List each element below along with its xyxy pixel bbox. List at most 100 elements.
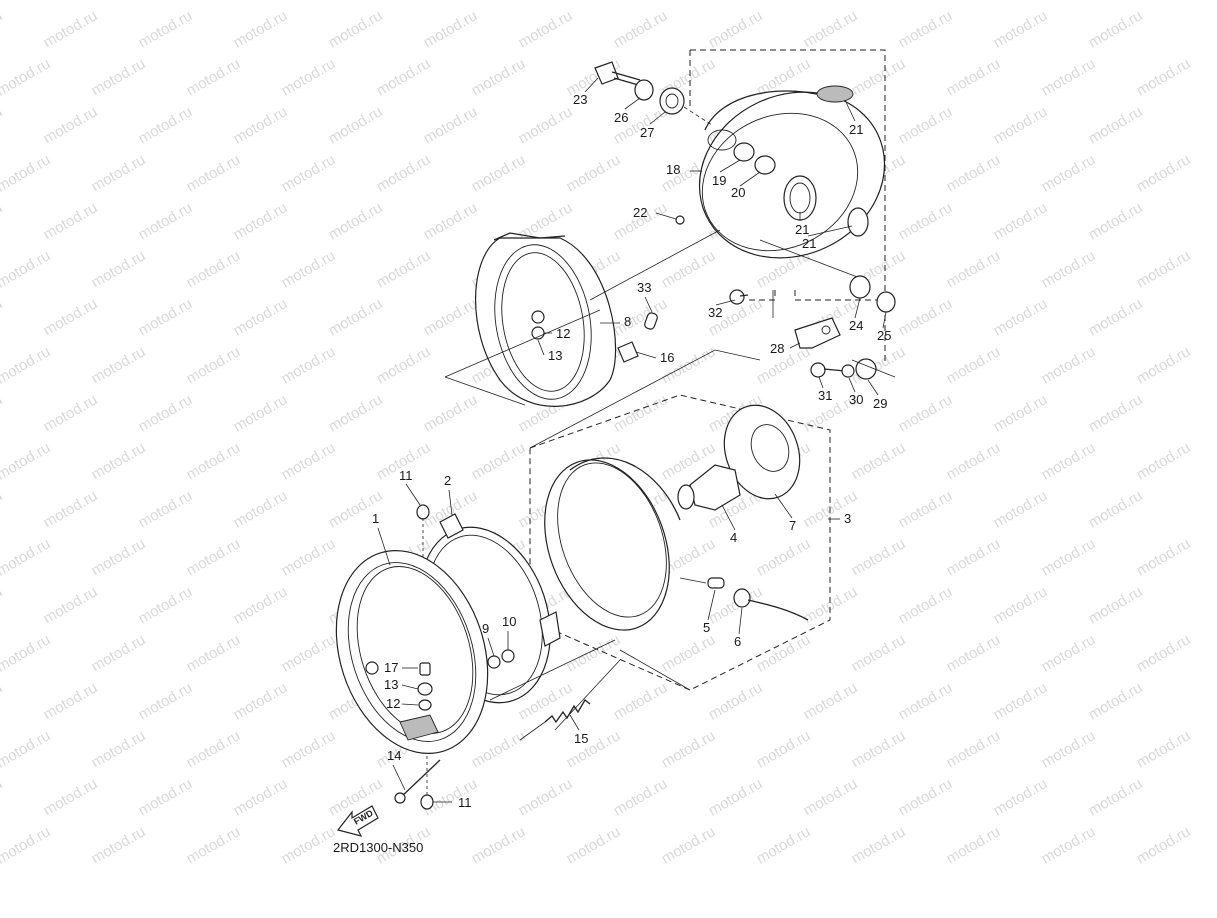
watermark-text: motod.ru (754, 727, 814, 771)
watermark-text: motod.ru (326, 199, 386, 243)
watermark-text: motod.ru (41, 199, 101, 243)
watermark-text: motod.ru (136, 679, 196, 723)
watermark-text: motod.ru (184, 55, 244, 99)
watermark-text: motod.ru (41, 775, 101, 819)
watermark-text: motod.ru (421, 199, 481, 243)
watermark-text: motod.ru (231, 391, 291, 435)
part-label-32: 32 (708, 305, 722, 320)
watermark-text: motod.ru (1134, 823, 1194, 867)
watermark-text: motod.ru (421, 391, 481, 435)
watermark-text: motod.ru (41, 679, 101, 723)
watermark-text: motod.ru (184, 439, 244, 483)
watermark-text: motod.ru (0, 247, 53, 291)
part-label-30: 30 (849, 392, 863, 407)
part-label-29: 29 (873, 396, 887, 411)
watermark-text: motod.ru (801, 679, 861, 723)
watermark-text: motod.ru (1086, 583, 1146, 627)
watermark-text: motod.ru (136, 487, 196, 531)
watermark-text: motod.ru (896, 775, 956, 819)
watermark-text: motod.ru (1039, 343, 1099, 387)
watermark-text: motod.ru (136, 199, 196, 243)
watermark-text: motod.ru (89, 151, 149, 195)
watermark-text: motod.ru (896, 199, 956, 243)
part-labels: 1 2 3 4 5 6 7 8 9 10 11 11 12 12 13 13 1… (372, 92, 891, 810)
watermark-text: motod.ru (469, 0, 529, 3)
watermark-text: motod.ru (89, 247, 149, 291)
watermark-text: motod.ru (231, 103, 291, 147)
watermark-text: motod.ru (1039, 55, 1099, 99)
watermark-text: motod.ru (89, 631, 149, 675)
watermark-text: motod.ru (754, 0, 814, 3)
watermark-text: motod.ru (89, 343, 149, 387)
watermark-text: motod.ru (516, 103, 576, 147)
watermark-text: motod.ru (706, 583, 766, 627)
watermark-text: motod.ru (184, 535, 244, 579)
watermark-text: motod.ru (1134, 0, 1194, 3)
watermark-text: motod.ru (991, 199, 1051, 243)
watermark-text: motod.ru (1039, 0, 1099, 3)
watermark-text: motod.ru (1086, 103, 1146, 147)
watermark-text: motod.ru (326, 391, 386, 435)
watermark-text: motod.ru (991, 487, 1051, 531)
watermark-text: motod.ru (754, 823, 814, 867)
watermark-text: motod.ru (89, 55, 149, 99)
watermark-text: motod.ru (1134, 439, 1194, 483)
watermark-text: motod.ru (136, 775, 196, 819)
watermark-text: motod.ru (89, 823, 149, 867)
watermark-text: motod.ru (896, 7, 956, 51)
part-label-21-low: 21 (802, 236, 816, 251)
part-label-1: 1 (372, 511, 379, 526)
watermark-text: motod.ru (279, 631, 339, 675)
watermark-text: motod.ru (944, 823, 1004, 867)
watermark-text: motod.ru (944, 55, 1004, 99)
watermark-text: motod.ru (279, 0, 339, 3)
watermark-text: motod.ru (896, 103, 956, 147)
watermark-text: motod.ru (136, 7, 196, 51)
watermark-text: motod.ru (754, 535, 814, 579)
watermark-text: motod.ru (41, 583, 101, 627)
watermark-text: motod.ru (89, 0, 149, 3)
watermark-text: motod.ru (231, 583, 291, 627)
watermark-text: motod.ru (1086, 295, 1146, 339)
watermark-text: motod.ru (1134, 151, 1194, 195)
part-label-20: 20 (731, 185, 745, 200)
part-label-17: 17 (384, 660, 398, 675)
part-label-19: 19 (712, 173, 726, 188)
watermark-text: motod.ru (944, 535, 1004, 579)
watermark-text: motod.ru (1039, 439, 1099, 483)
watermark-text: motod.ru (0, 391, 5, 435)
part-label-13-lower: 13 (384, 677, 398, 692)
watermark-text: motod.ru (41, 391, 101, 435)
watermark-text: motod.ru (184, 0, 244, 3)
watermark-text: motod.ru (326, 295, 386, 339)
watermark-text: motod.ru (326, 7, 386, 51)
watermark-text: motod.ru (1039, 727, 1099, 771)
watermark-text: motod.ru (944, 439, 1004, 483)
watermark-text: motod.ru (0, 7, 5, 51)
watermark-text: motod.ru (516, 775, 576, 819)
watermark-text: motod.ru (184, 631, 244, 675)
part-label-31: 31 (818, 388, 832, 403)
watermark-text: motod.ru (896, 391, 956, 435)
watermark-text: motod.ru (896, 583, 956, 627)
watermark-text: motod.ru (1134, 631, 1194, 675)
watermark-text: motod.ru (849, 727, 909, 771)
watermark-text: motod.ru (659, 823, 719, 867)
watermark-text: motod.ru (279, 439, 339, 483)
watermark-text: motod.ru (0, 487, 5, 531)
watermark-text: motod.ru (0, 55, 53, 99)
watermark-text: motod.ru (896, 295, 956, 339)
watermark-text: motod.ru (0, 775, 5, 819)
watermark-text: motod.ru (1134, 247, 1194, 291)
part-label-12-upper: 12 (556, 326, 570, 341)
part-label-24: 24 (849, 318, 863, 333)
part-label-26: 26 (614, 110, 628, 125)
watermark-text: motod.ru (1086, 775, 1146, 819)
watermark-text: motod.ru (136, 391, 196, 435)
watermark-text: motod.ru (564, 0, 624, 3)
watermark-text: motod.ru (1134, 535, 1194, 579)
watermark-text: motod.ru (991, 295, 1051, 339)
watermark-text: motod.ru (896, 487, 956, 531)
watermark-text: motod.ru (611, 775, 671, 819)
